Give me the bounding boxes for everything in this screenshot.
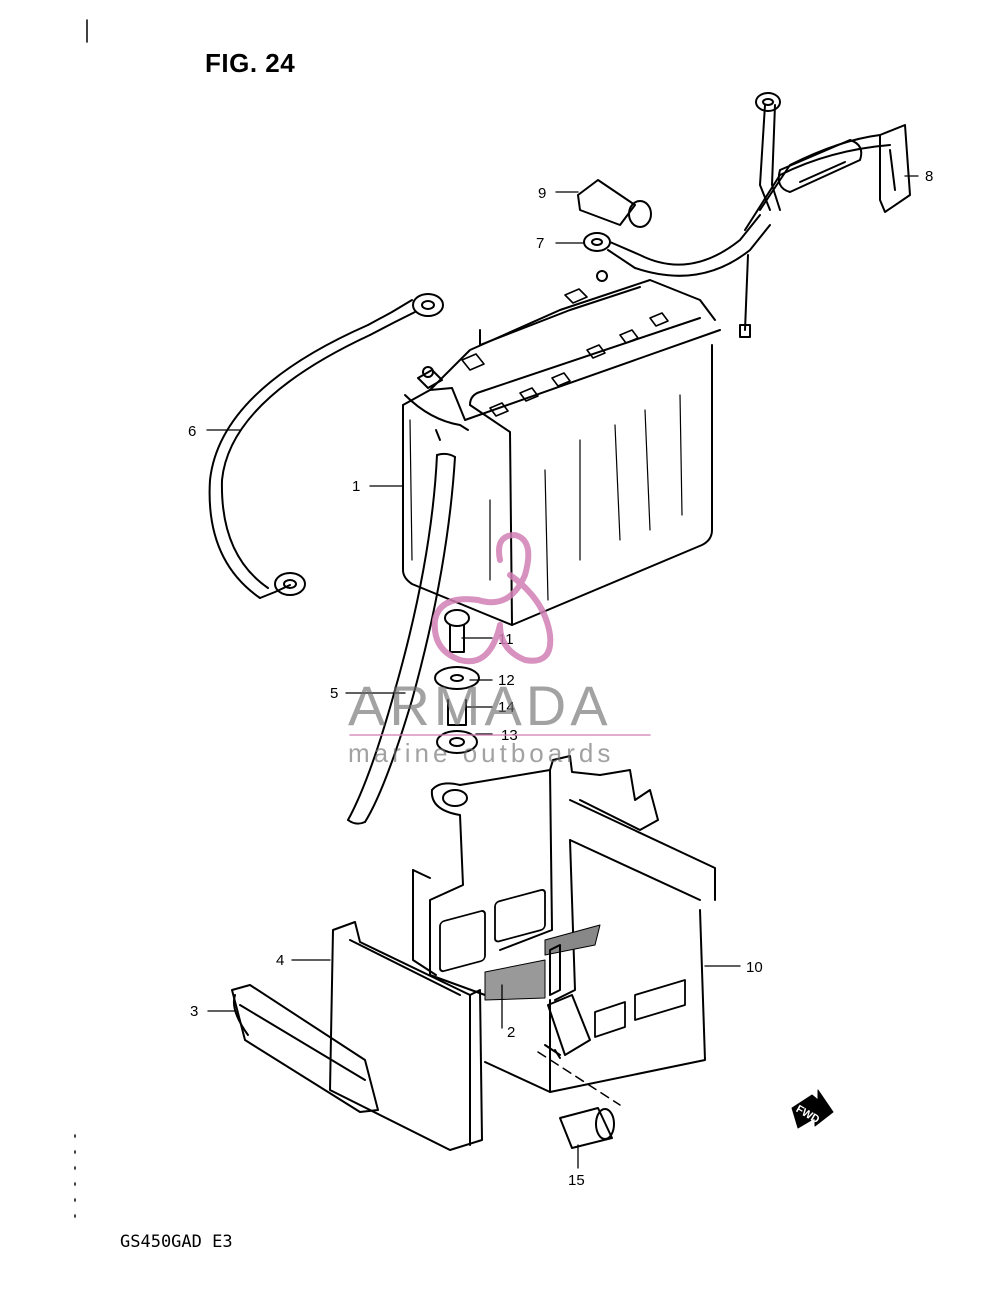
holder-clips: [547, 994, 591, 1059]
terminal-cap: [577, 179, 652, 228]
battery-case: [412, 755, 716, 1093]
callout-5: 5: [330, 685, 338, 702]
callout-7: 7: [536, 235, 544, 252]
watermark-logo-icon: [431, 532, 554, 665]
callout-8: 8: [925, 168, 933, 185]
callout-1: 1: [352, 478, 360, 495]
callout-14: 14: [498, 699, 515, 716]
callout-2: 2: [507, 1024, 515, 1041]
callout-9: 9: [538, 185, 546, 202]
callout-3: 3: [190, 1003, 198, 1020]
battery: [402, 270, 721, 626]
battery-cable-plus: [583, 92, 891, 338]
callout-6: 6: [188, 423, 196, 440]
callout-15: 15: [568, 1172, 585, 1189]
callout-12: 12: [498, 672, 515, 689]
model-code: GS450GAD E3: [120, 1232, 233, 1252]
watermark-tagline: marine outboards: [348, 738, 614, 768]
battery-cable-minus: [208, 293, 444, 599]
vent-tube: [347, 452, 456, 825]
fuse-holder: [777, 124, 911, 213]
battery-band: [231, 984, 379, 1113]
figure-title: FIG. 24: [205, 48, 296, 78]
battery-cover: [329, 921, 483, 1151]
callout-4: 4: [276, 952, 284, 969]
callout-labels: 1 2 3 4 5 6 7 8 9 10 11 12 13 14 15: [188, 168, 933, 1189]
armada-watermark: ARMADA marine outboards: [348, 532, 651, 768]
rubber-cap: [559, 1107, 615, 1149]
watermark-brand: ARMADA: [348, 674, 612, 737]
callout-10: 10: [746, 959, 763, 976]
forward-direction-arrow: FWD: [791, 1089, 834, 1129]
